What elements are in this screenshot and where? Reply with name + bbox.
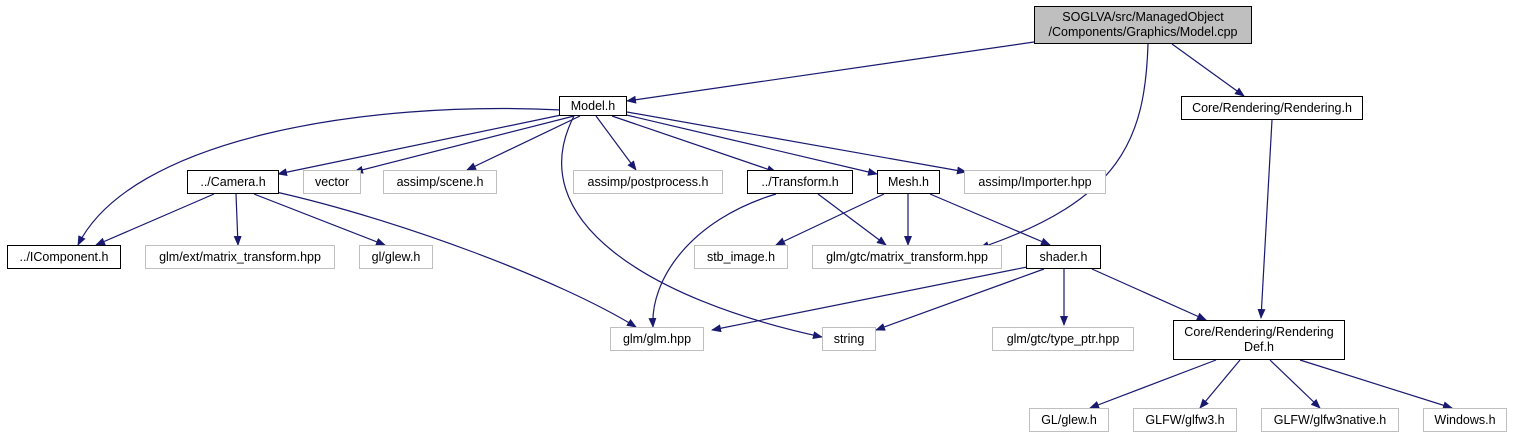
node-GL-glew-label: GL/glew.h [1041, 412, 1097, 427]
edge-camera-to-icomponent [95, 193, 215, 246]
node-camera-h-label: ../Camera.h [200, 174, 266, 189]
edge-camera-to-gl-glew [253, 193, 386, 246]
node-glm-hpp-label: glm/glm.hpp [622, 331, 692, 346]
node-glm-gtc-matrix-transform: glm/gtc/matrix_transform.hpp [812, 245, 1002, 269]
edge-shader-to-glm-hpp [711, 265, 1033, 333]
node-assimp-scene-label: assimp/scene.h [396, 174, 484, 189]
node-mesh-h[interactable]: Mesh.h [877, 170, 940, 194]
edge-camera-to-glm-hpp [275, 191, 637, 328]
node-assimp-postprocess: assimp/postprocess.h [573, 170, 723, 194]
node-assimp-postprocess-label: assimp/postprocess.h [587, 174, 709, 189]
node-vector-label: vector [314, 174, 350, 189]
node-glm-ext-matrix-transform: glm/ext/matrix_transform.hpp [145, 245, 335, 269]
node-glfw3-label: GLFW/glfw3.h [1145, 412, 1225, 427]
edge-mesh-to-stb-image [775, 193, 885, 246]
edge-model-h-to-assimp-importer [626, 111, 967, 175]
edge-camera-to-glm-ext-mt [233, 193, 242, 246]
node-model-h-label: Model.h [570, 98, 616, 113]
node-transform-h-label: ../Transform.h [761, 174, 839, 189]
node-glm-type-ptr: glm/gtc/type_ptr.hpp [992, 327, 1134, 351]
node-model-cpp-line1: SOGLVA/src/ManagedObject [1062, 10, 1224, 24]
node-string-label: string [833, 331, 865, 346]
edge-model-cpp-to-glm-gtc-mt [979, 43, 1149, 249]
node-model-h[interactable]: Model.h [559, 96, 627, 116]
node-windows-h: Windows.h [1423, 408, 1507, 432]
node-icomponent-h-label: ../IComponent.h [19, 249, 109, 264]
node-rendering-def-h[interactable]: Core/Rendering/Rendering Def.h [1173, 320, 1345, 360]
node-shader-h[interactable]: shader.h [1026, 245, 1101, 269]
node-rendering-h[interactable]: Core/Rendering/Rendering.h [1181, 96, 1363, 120]
node-model-cpp-line2: /Components/Graphics/Model.cpp [1048, 25, 1238, 39]
edge-rendering-def-to-glfw3native [1269, 359, 1321, 409]
node-GL-glew: GL/glew.h [1029, 408, 1109, 432]
edge-transform-to-glm-hpp [648, 193, 777, 328]
node-glm-hpp: glm/glm.hpp [610, 327, 704, 351]
edge-rendering-h-to-rendering-def [1257, 119, 1273, 319]
node-rendering-h-label: Core/Rendering/Rendering.h [1192, 100, 1352, 115]
node-gl-glew-lower: gl/glew.h [359, 245, 433, 269]
node-model-cpp: SOGLVA/src/ManagedObject /Components/Gra… [1034, 6, 1252, 44]
edge-model-h-to-assimp-scene [466, 115, 581, 171]
node-glfw3native-label: GLFW/glfw3native.h [1273, 412, 1387, 427]
node-camera-h[interactable]: ../Camera.h [187, 170, 279, 194]
node-glm-gtc-matrix-transform-label: glm/gtc/matrix_transform.hpp [826, 249, 988, 264]
edge-model-h-to-icomponent [77, 107, 563, 246]
node-transform-h[interactable]: ../Transform.h [747, 170, 853, 194]
edge-rendering-def-to-GL-glew [1089, 359, 1217, 409]
node-icomponent-h[interactable]: ../IComponent.h [7, 245, 121, 269]
node-gl-glew-lower-label: gl/glew.h [371, 249, 421, 264]
node-assimp-importer: assimp/Importer.hpp [964, 170, 1106, 194]
edge-model-cpp-to-rendering-h [1171, 43, 1245, 97]
edge-model-h-to-transform [611, 115, 777, 173]
edge-mesh-to-shader [929, 193, 1051, 246]
edge-model-h-to-assimp-post [595, 115, 637, 171]
edge-model-cpp-to-model-h [626, 41, 1035, 104]
edge-shader-to-string [875, 268, 1045, 331]
node-string: string [822, 327, 876, 351]
node-shader-h-label: shader.h [1039, 249, 1088, 264]
edge-model-h-to-mesh [621, 113, 878, 176]
node-mesh-h-label: Mesh.h [888, 174, 929, 189]
node-glfw3: GLFW/glfw3.h [1133, 408, 1237, 432]
edge-transform-to-glm-gtc-mt [817, 193, 887, 246]
node-windows-h-label: Windows.h [1434, 412, 1496, 427]
edge-model-h-to-string [561, 115, 823, 340]
node-glfw3native: GLFW/glfw3native.h [1261, 408, 1399, 432]
node-assimp-scene: assimp/scene.h [383, 170, 497, 194]
node-glm-type-ptr-label: glm/gtc/type_ptr.hpp [1006, 331, 1120, 346]
node-assimp-importer-label: assimp/Importer.hpp [978, 174, 1092, 189]
node-rendering-def-line1: Core/Rendering/Rendering [1184, 325, 1334, 339]
node-rendering-def-line2: Def.h [1244, 340, 1274, 354]
edge-model-h-to-vector [353, 115, 575, 174]
edge-model-h-to-camera [277, 113, 567, 177]
edge-shader-to-rendering-def [1091, 268, 1207, 321]
edge-rendering-def-to-windows [1299, 359, 1453, 410]
node-stb-image: stb_image.h [694, 245, 788, 269]
node-vector: vector [303, 170, 361, 194]
node-glm-ext-matrix-transform-label: glm/ext/matrix_transform.hpp [159, 249, 321, 264]
edge-rendering-def-to-glfw3 [1199, 359, 1241, 409]
node-stb-image-label: stb_image.h [706, 249, 776, 264]
